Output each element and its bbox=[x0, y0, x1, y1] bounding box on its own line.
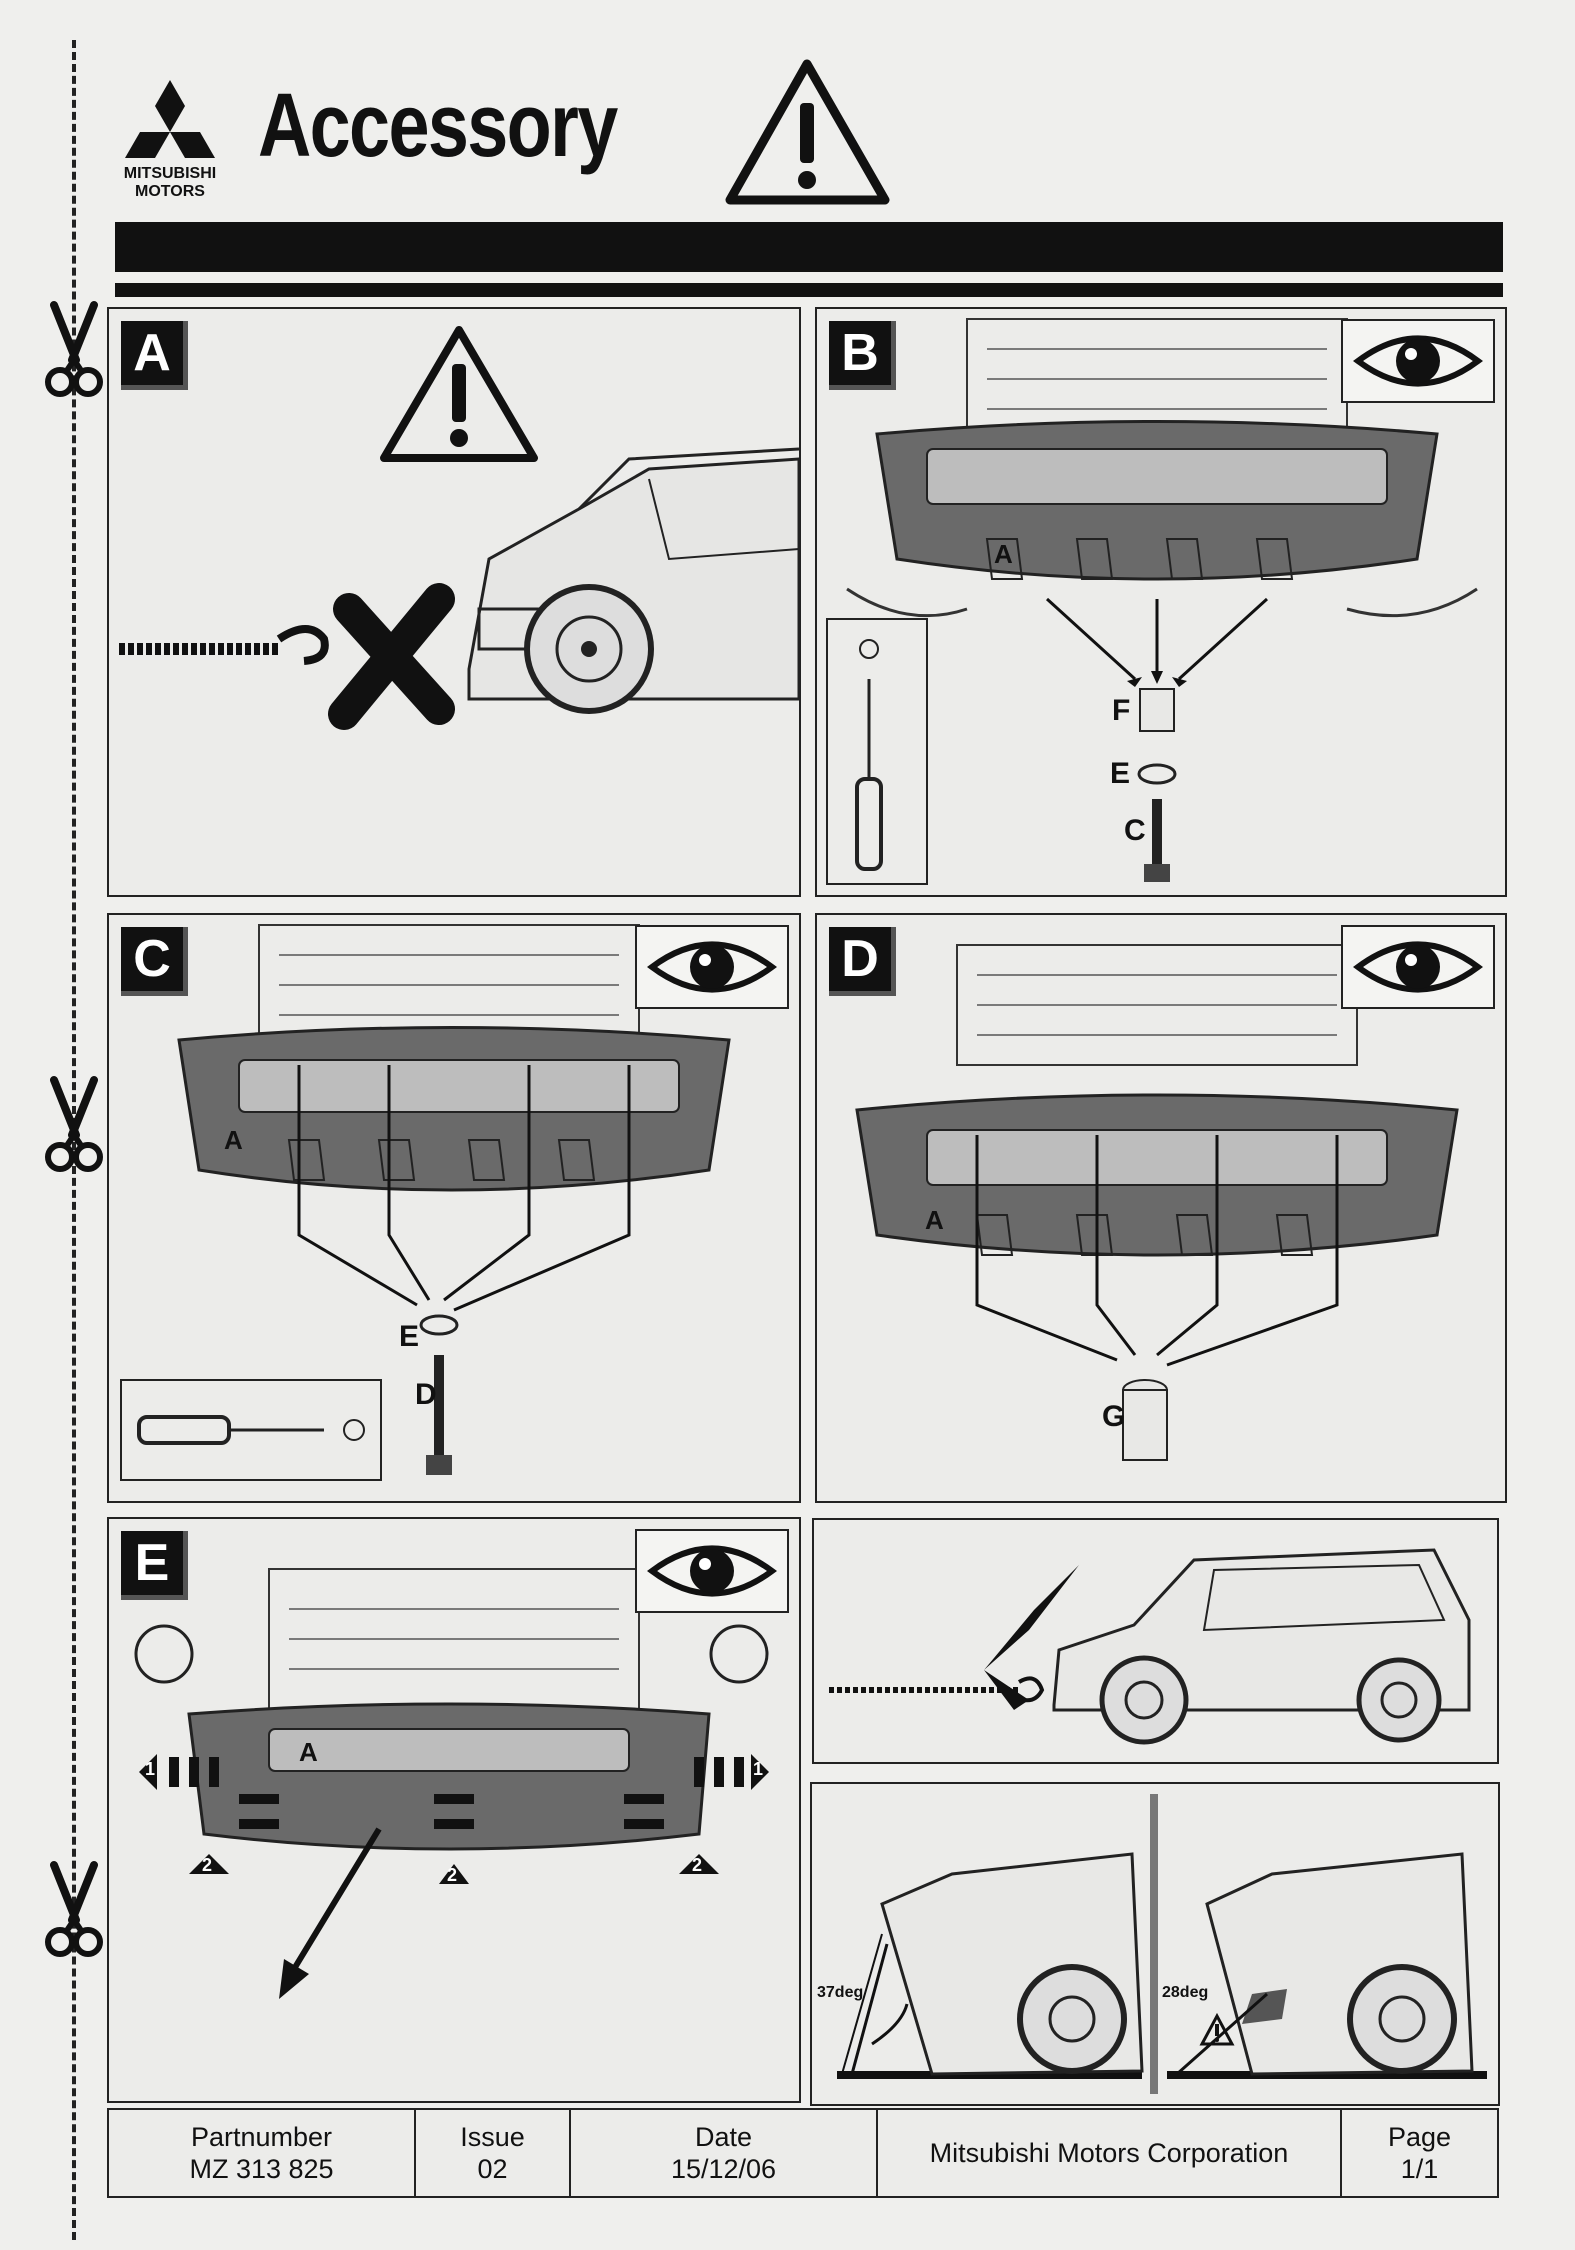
eye-icon bbox=[646, 1545, 778, 1597]
inspect-eye-box bbox=[635, 1529, 789, 1613]
step-e-panel: E A 1 1 2 2 2 bbox=[107, 1517, 801, 2103]
approach-angle-panel: 37deg 28deg bbox=[810, 1782, 1500, 2106]
document-footer: Partnumber MZ 313 825 Issue 02 Date 15/1… bbox=[107, 2108, 1499, 2198]
warning-triangle-icon bbox=[725, 59, 890, 205]
step-number-badge: 2 bbox=[447, 1865, 458, 1885]
partnumber-cell: Partnumber MZ 313 825 bbox=[109, 2110, 416, 2196]
brand-name: MITSUBISHI MOTORS bbox=[123, 165, 217, 200]
header-bar-thin bbox=[115, 283, 1503, 297]
step-label: B bbox=[829, 321, 896, 390]
approach-angle-right: 28deg bbox=[1162, 1984, 1209, 2001]
tow-rope-prohibited-illustration bbox=[119, 447, 799, 730]
issue-label: Issue bbox=[460, 2122, 525, 2152]
issue-cell: Issue 02 bbox=[416, 2110, 571, 2196]
mitsubishi-logo-icon bbox=[125, 80, 215, 158]
step-label: E bbox=[121, 1531, 188, 1600]
step-number-badge: 2 bbox=[202, 1855, 213, 1875]
approach-angle-left: 37deg bbox=[817, 1984, 864, 2001]
company-cell: Mitsubishi Motors Corporation bbox=[878, 2110, 1342, 2196]
step-number-badge: 1 bbox=[145, 1759, 156, 1779]
scissors-icon bbox=[45, 301, 103, 397]
scissors-icon bbox=[45, 1076, 103, 1172]
part-label-e: E bbox=[1110, 757, 1131, 790]
company-name: Mitsubishi Motors Corporation bbox=[929, 2138, 1289, 2168]
part-label-e: E bbox=[399, 1320, 420, 1353]
step-label: C bbox=[121, 927, 188, 996]
part-label-c: C bbox=[1124, 814, 1146, 847]
inspect-eye-box bbox=[1341, 319, 1495, 403]
step-b-panel: B A F E C bbox=[815, 307, 1507, 897]
step-label: D bbox=[829, 927, 896, 996]
step-c-panel: C A E D bbox=[107, 913, 801, 1503]
part-label-bumper: A bbox=[299, 1737, 318, 1767]
inspect-eye-box bbox=[635, 925, 789, 1009]
date-value: 15/12/06 bbox=[670, 2154, 777, 2184]
header-bar bbox=[115, 222, 1503, 272]
bumper-removal-illustration bbox=[134, 1568, 769, 1999]
part-label-f: F bbox=[1112, 694, 1131, 727]
part-label-g: G bbox=[1102, 1400, 1126, 1433]
part-label-bumper: A bbox=[224, 1125, 243, 1155]
inspect-eye-box bbox=[1341, 925, 1495, 1009]
issue-value: 02 bbox=[477, 2154, 508, 2184]
eye-icon bbox=[646, 941, 778, 993]
eye-icon bbox=[1352, 335, 1484, 387]
date-cell: Date 15/12/06 bbox=[571, 2110, 878, 2196]
scissors-icon bbox=[45, 1861, 103, 1957]
partnumber-label: Partnumber bbox=[190, 2122, 333, 2152]
tow-rope-allowed-illustration bbox=[829, 1548, 1471, 1745]
bumper-bottom-view-illustration bbox=[826, 318, 1478, 885]
page-title: Accessory bbox=[258, 76, 618, 176]
eye-icon bbox=[1352, 941, 1484, 993]
page-cell: Page 1/1 bbox=[1342, 2110, 1497, 2196]
step-label: A bbox=[121, 321, 188, 390]
bumper-bottom-view-illustration bbox=[855, 944, 1459, 1461]
page-label: Page bbox=[1387, 2122, 1452, 2152]
tow-allowed-panel bbox=[812, 1518, 1499, 1764]
warning-triangle-icon bbox=[380, 326, 538, 462]
step-a-panel: A bbox=[107, 307, 801, 897]
page-value: 1/1 bbox=[1400, 2154, 1439, 2184]
date-label: Date bbox=[694, 2122, 753, 2152]
part-label-d: D bbox=[415, 1378, 437, 1411]
part-label-bumper: A bbox=[925, 1205, 944, 1235]
step-d-panel: D A G bbox=[815, 913, 1507, 1503]
part-label-bumper: A bbox=[994, 539, 1013, 569]
partnumber-value: MZ 313 825 bbox=[189, 2154, 334, 2184]
step-number-badge: 2 bbox=[692, 1855, 703, 1875]
approach-angle-illustration bbox=[837, 1794, 1487, 2094]
step-number-badge: 1 bbox=[753, 1759, 764, 1779]
